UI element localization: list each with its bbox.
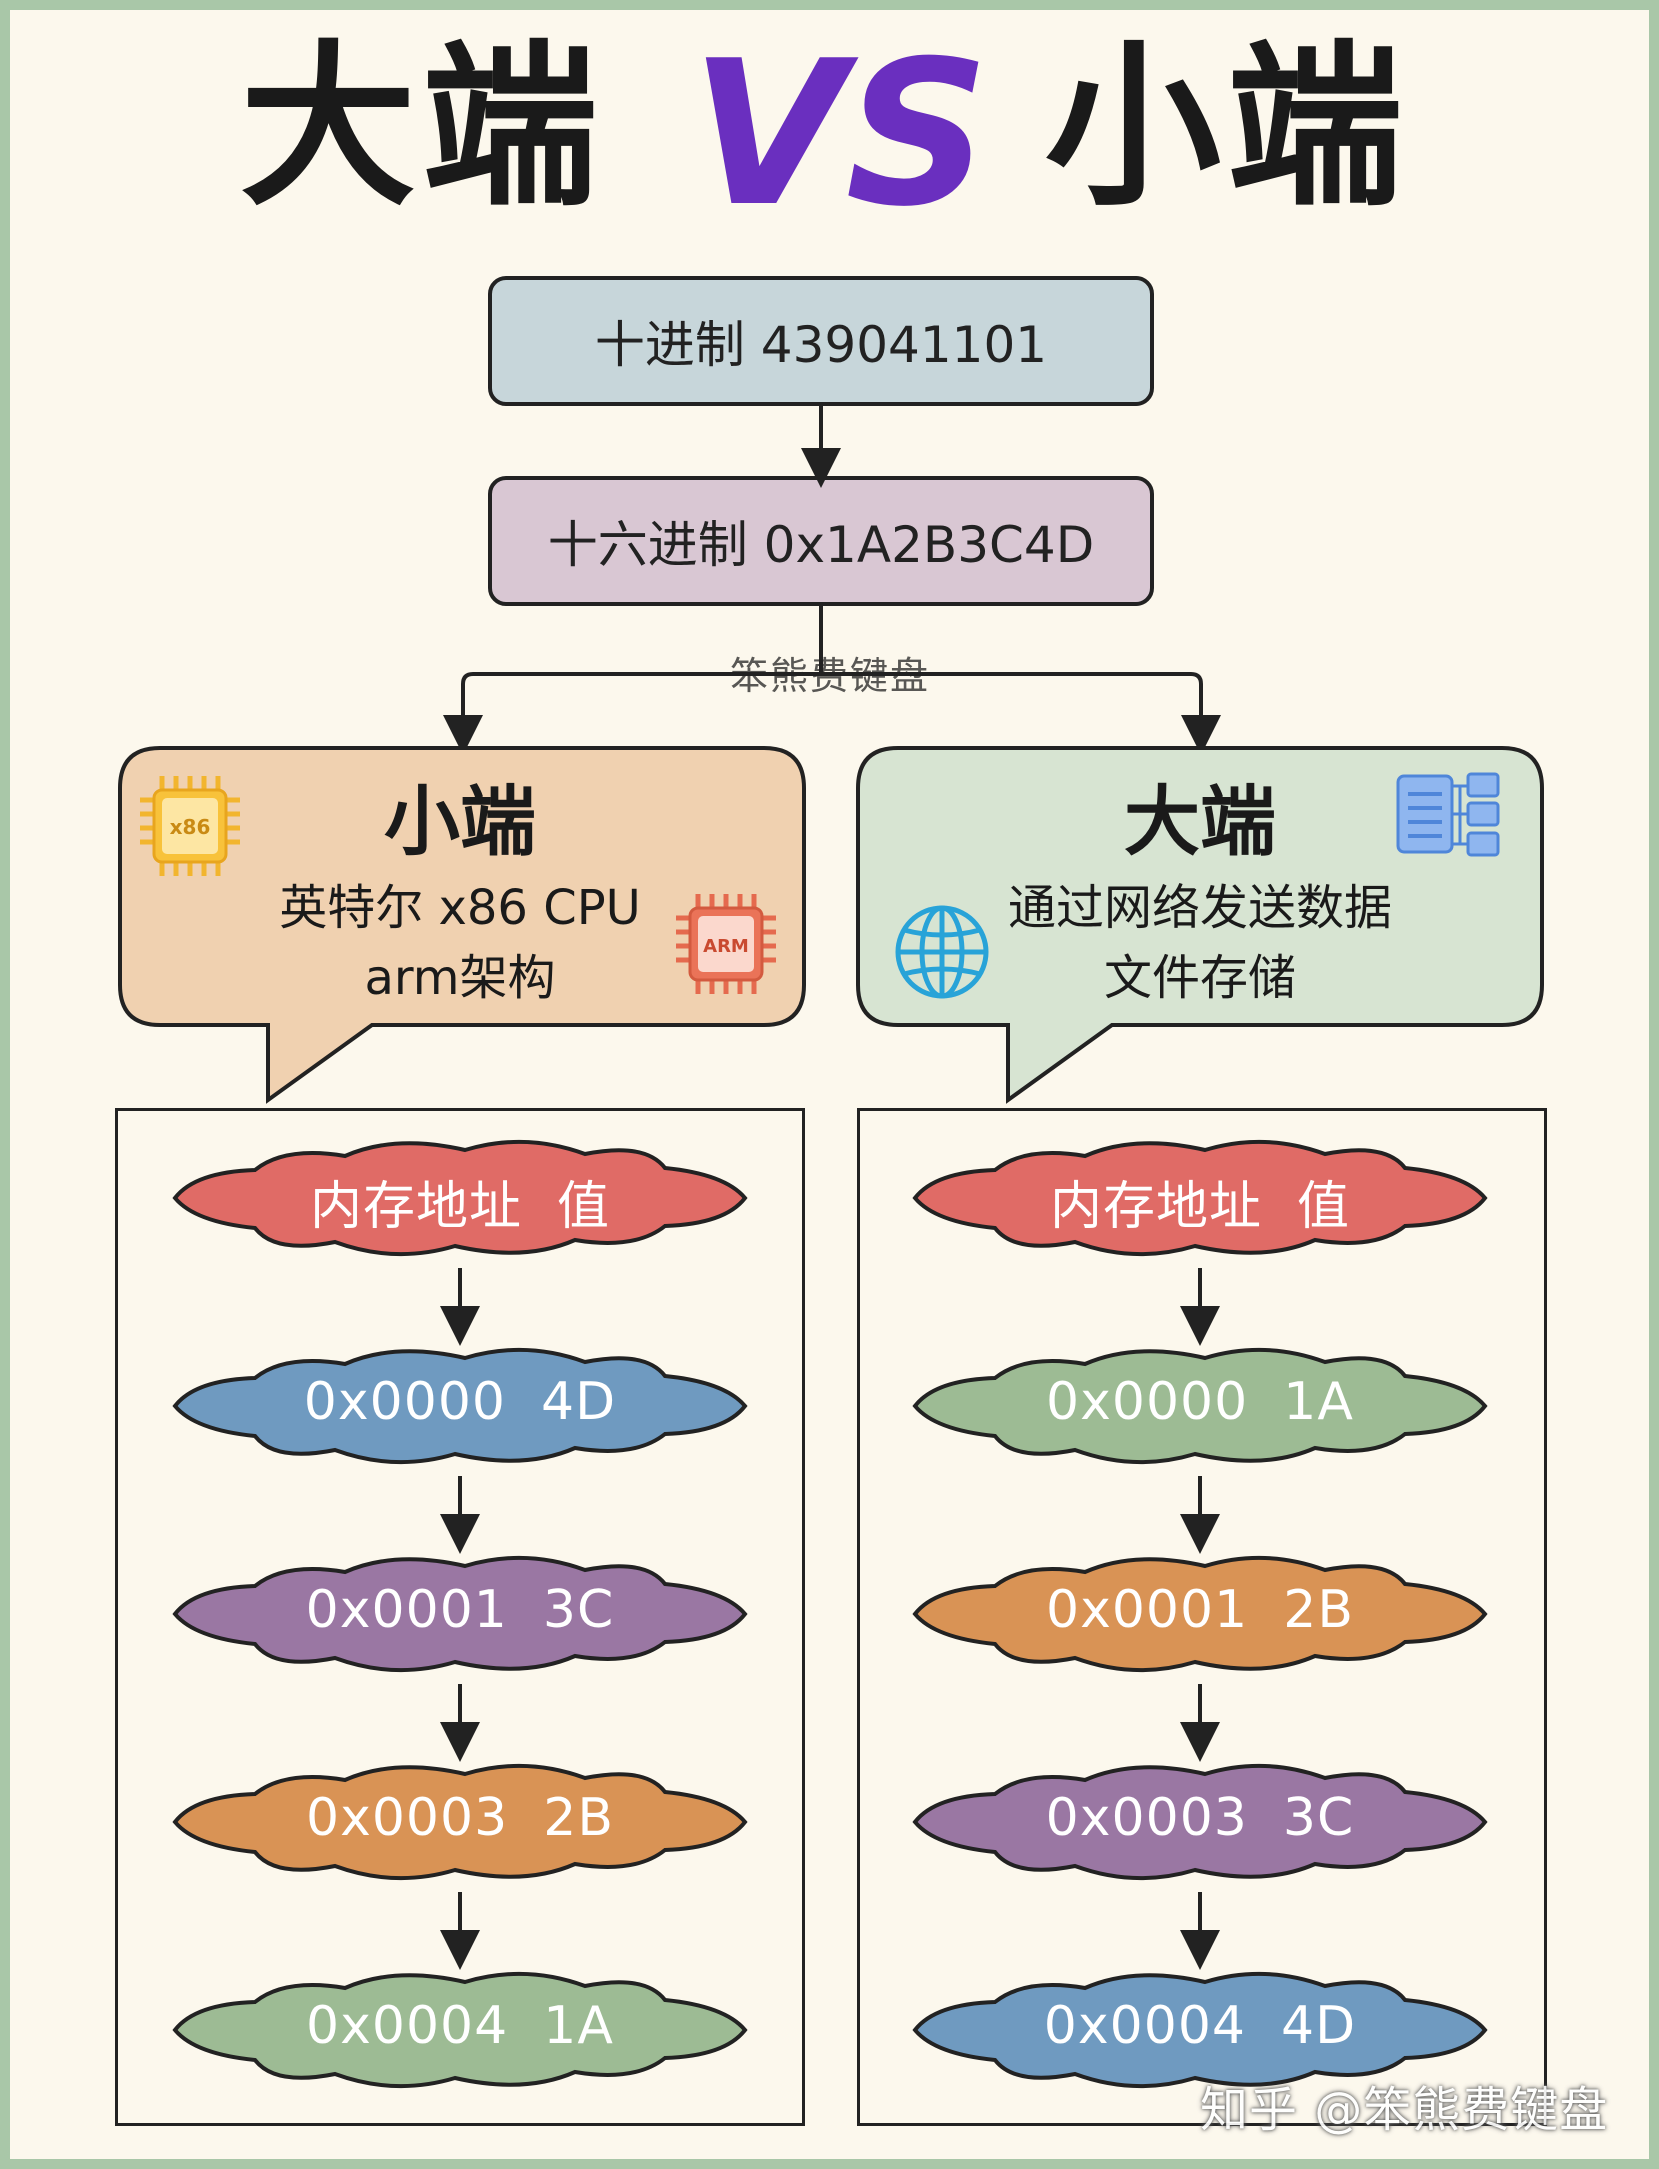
right-bubble-text: 大端 通过网络发送数据 文件存储	[960, 760, 1440, 1008]
vs-text: VS	[691, 28, 990, 238]
decimal-box: 十进制 439041101	[488, 276, 1154, 406]
chip-arm-label: ARM	[703, 936, 749, 957]
title-little-endian: 小端	[1045, 25, 1410, 230]
left-cloud-1	[172, 1347, 748, 1465]
left-bubble-line1: 英特尔 x86 CPU	[279, 880, 641, 936]
left-bubble-line2: arm架构	[364, 950, 556, 1006]
arrow-to-left-bubble	[443, 672, 821, 755]
left-cloud-3	[172, 1763, 748, 1881]
watermark-footer: 知乎 @笨熊费键盘	[1200, 2082, 1609, 2138]
right-bubble-shape	[856, 746, 1544, 1104]
vs-logo: VS	[691, 28, 990, 238]
left-bubble-text: 小端 英特尔 x86 CPU arm架构	[240, 760, 680, 1008]
left-cloud-label-1: 0x0000 4D	[303, 1372, 617, 1432]
right-bubble-title: 大端	[1124, 777, 1276, 866]
arrow-to-right-bubble	[821, 672, 1221, 755]
decimal-label: 十进制 439041101	[594, 316, 1048, 374]
right-cloud-label-4: 0x0004 4D	[1043, 1996, 1357, 2056]
right-cloud-label-3: 0x0003 3C	[1045, 1788, 1355, 1848]
left-memory-panel	[115, 1108, 805, 2126]
right-cloud-label-1: 0x0000 1A	[1046, 1372, 1354, 1432]
left-cloud-label-0: 内存地址 值	[309, 1177, 611, 1237]
right-memory-panel	[857, 1108, 1547, 2126]
right-cloud-3	[912, 1763, 1488, 1881]
right-cloud-4	[912, 1971, 1488, 2089]
right-cloud-0	[912, 1139, 1488, 1257]
left-cloud-label-4: 0x0004 1A	[306, 1996, 614, 2056]
left-bubble-shape	[118, 746, 806, 1104]
right-bubble-line1: 通过网络发送数据	[1007, 880, 1392, 936]
left-bubble-title: 小端	[384, 777, 536, 866]
file-tree-icon	[1396, 772, 1500, 857]
right-cloud-label-0: 内存地址 值	[1049, 1177, 1351, 1237]
hex-box: 十六进制 0x1A2B3C4D	[488, 476, 1154, 606]
right-cloud-label-2: 0x0001 2B	[1045, 1580, 1354, 1640]
cpu-chip-icon: x86	[140, 776, 240, 876]
arm-chip-icon: ARM	[676, 894, 776, 994]
left-cloud-4	[172, 1971, 748, 2089]
chip-x86-label: x86	[170, 815, 211, 839]
left-cloud-2	[172, 1555, 748, 1673]
title-big-endian: 大端	[240, 25, 605, 230]
left-cloud-label-3: 0x0003 2B	[305, 1788, 614, 1848]
hex-label: 十六进制 0x1A2B3C4D	[547, 516, 1095, 574]
right-bubble-line2: 文件存储	[1103, 950, 1296, 1006]
right-cloud-1	[912, 1347, 1488, 1465]
right-cloud-2	[912, 1555, 1488, 1673]
left-cloud-label-2: 0x0001 3C	[305, 1580, 615, 1640]
watermark-center: 笨熊费键盘	[729, 654, 930, 698]
globe-icon	[895, 905, 989, 999]
left-cloud-0	[172, 1139, 748, 1257]
